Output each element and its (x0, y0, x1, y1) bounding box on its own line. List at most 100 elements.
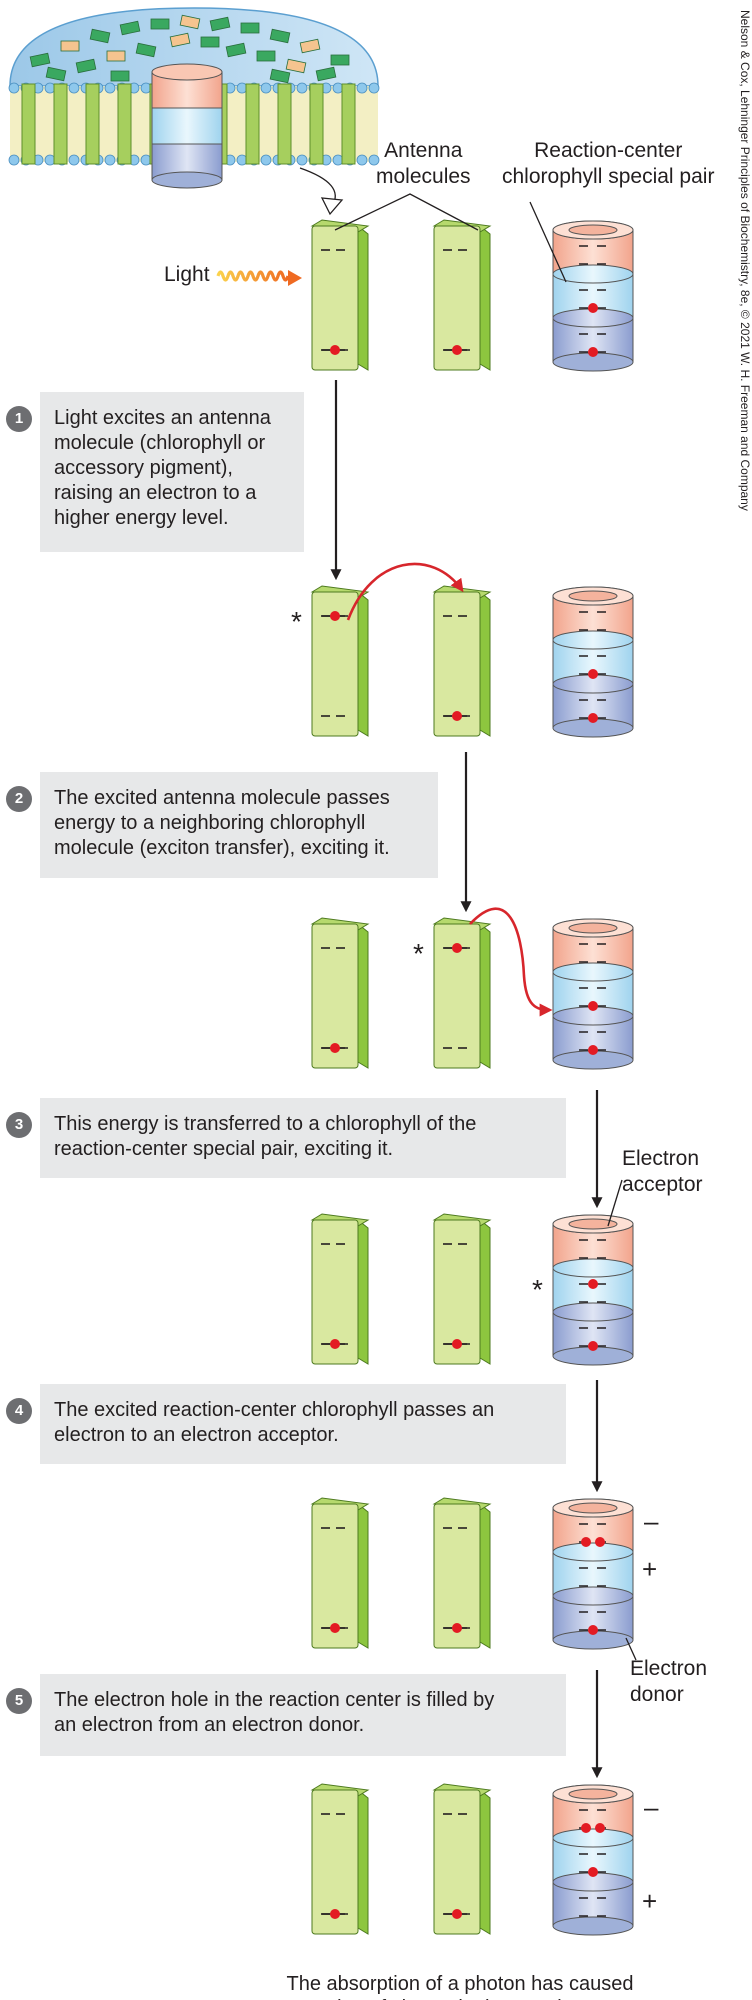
antenna-molecule-right (432, 585, 492, 737)
electron (452, 711, 462, 721)
reaction-center-hole (568, 1502, 618, 1514)
antenna-molecule-right (432, 219, 492, 371)
membrane-protein (225, 42, 247, 58)
electron (588, 1001, 598, 1011)
antenna-side (357, 1218, 369, 1365)
electron (330, 1339, 340, 1349)
membrane-helix (53, 83, 68, 165)
lipid-head (104, 82, 116, 94)
light-wave (216, 270, 290, 282)
antenna-side (479, 1788, 491, 1935)
membrane-protein (256, 50, 276, 62)
antenna-molecule-right (432, 1497, 492, 1649)
antenna-side (357, 224, 369, 371)
membrane-protein (119, 20, 141, 36)
reaction-center-rim (552, 962, 634, 982)
step-1-badge: 1 (6, 406, 32, 432)
membrane-protein (315, 66, 337, 82)
electron (452, 1909, 462, 1919)
step-3-badge: 3 (6, 1112, 32, 1138)
antenna-face (311, 1789, 359, 1935)
electron (588, 1625, 598, 1635)
step-5-badge: 5 (6, 1688, 32, 1714)
antenna-side (357, 1788, 369, 1935)
membrane-dome (9, 7, 379, 87)
step-2-text: The excited antenna molecule passes ener… (54, 787, 390, 859)
step-5-text: The electron hole in the reaction center… (54, 1689, 495, 1736)
electron (581, 1823, 591, 1833)
electron (588, 1045, 598, 1055)
electron (330, 1623, 340, 1633)
antenna-molecule-left (310, 1497, 370, 1649)
reaction-center-pair (552, 918, 634, 1070)
membrane-helix (117, 83, 132, 165)
charge-minus-step-4: – (644, 1506, 659, 1536)
antenna-face (433, 225, 481, 371)
step-1-text: Light excites an antenna molecule (chlor… (54, 407, 271, 529)
antenna-side (357, 922, 369, 1069)
step-2-box: The excited antenna molecule passes ener… (40, 772, 438, 878)
antenna-side (357, 1502, 369, 1649)
reaction-center-hole (568, 224, 618, 236)
reaction-center-rim (552, 1586, 634, 1606)
energy-to-reaction-center-arrow (469, 907, 553, 1017)
antenna-molecule-left (310, 219, 370, 371)
electron (588, 1867, 598, 1877)
membrane-protein (285, 58, 307, 74)
membrane-helix (245, 83, 260, 165)
electron-donor-label: Electron donor (630, 1657, 708, 1706)
electron (330, 1909, 340, 1919)
membrane-helix (341, 83, 356, 165)
reaction-center-pair (552, 220, 634, 372)
conclusion-caption: The absorption of a photon has caused se… (270, 1973, 649, 2000)
membrane-protein (150, 18, 170, 30)
excited-mark-antenna-1: * (291, 606, 302, 637)
lipid-head (296, 154, 308, 166)
step-3-text: This energy is transferred to a chloroph… (54, 1113, 477, 1160)
reaction-center-rim (552, 264, 634, 284)
reaction-center-hole (568, 1788, 618, 1800)
light-label: Light (164, 263, 210, 286)
donor-leader-line (625, 1637, 637, 1661)
reaction-center-rim (552, 1828, 634, 1848)
antenna-face (311, 1503, 359, 1649)
reaction-center-label: Reaction-center chlorophyll special pair (502, 139, 715, 188)
lipid-head (104, 154, 116, 166)
electron (588, 347, 598, 357)
electron (330, 611, 340, 621)
reaction-center-leader-line (529, 201, 567, 283)
lipid-head (368, 154, 380, 166)
step-2-badge: 2 (6, 786, 32, 812)
antenna-side (357, 590, 369, 737)
membrane-protein (179, 14, 201, 30)
electron (581, 1537, 591, 1547)
electron (452, 1339, 462, 1349)
copyright-credit: Nelson & Cox, Lehninger Principles of Bi… (738, 10, 752, 511)
antenna-molecule-right (432, 1783, 492, 1935)
membrane-helix (277, 83, 292, 165)
reaction-center-rim (552, 1542, 634, 1562)
step-4-box: The excited reaction-center chlorophyll … (40, 1384, 566, 1464)
membrane-protein (330, 54, 350, 66)
lipid-head (356, 82, 368, 94)
membrane-protein (89, 28, 111, 44)
antenna-side (479, 224, 491, 371)
reaction-centers (552, 220, 634, 1936)
membrane-protein (209, 16, 231, 32)
electron (595, 1823, 605, 1833)
reaction-center-hole (568, 590, 618, 602)
step-4-badge: 4 (6, 1398, 32, 1424)
membrane-helix (85, 83, 100, 165)
antenna-face (433, 1503, 481, 1649)
membrane-protein (269, 28, 291, 44)
reaction-center-pair (552, 586, 634, 738)
membrane-protein (240, 22, 260, 34)
antenna-molecule-left (310, 917, 370, 1069)
lipid-head (260, 154, 272, 166)
charge-plus-step-4: + (642, 1554, 658, 1584)
electron (588, 669, 598, 679)
reaction-center-hole (568, 922, 618, 934)
light-arrowhead (288, 270, 302, 286)
